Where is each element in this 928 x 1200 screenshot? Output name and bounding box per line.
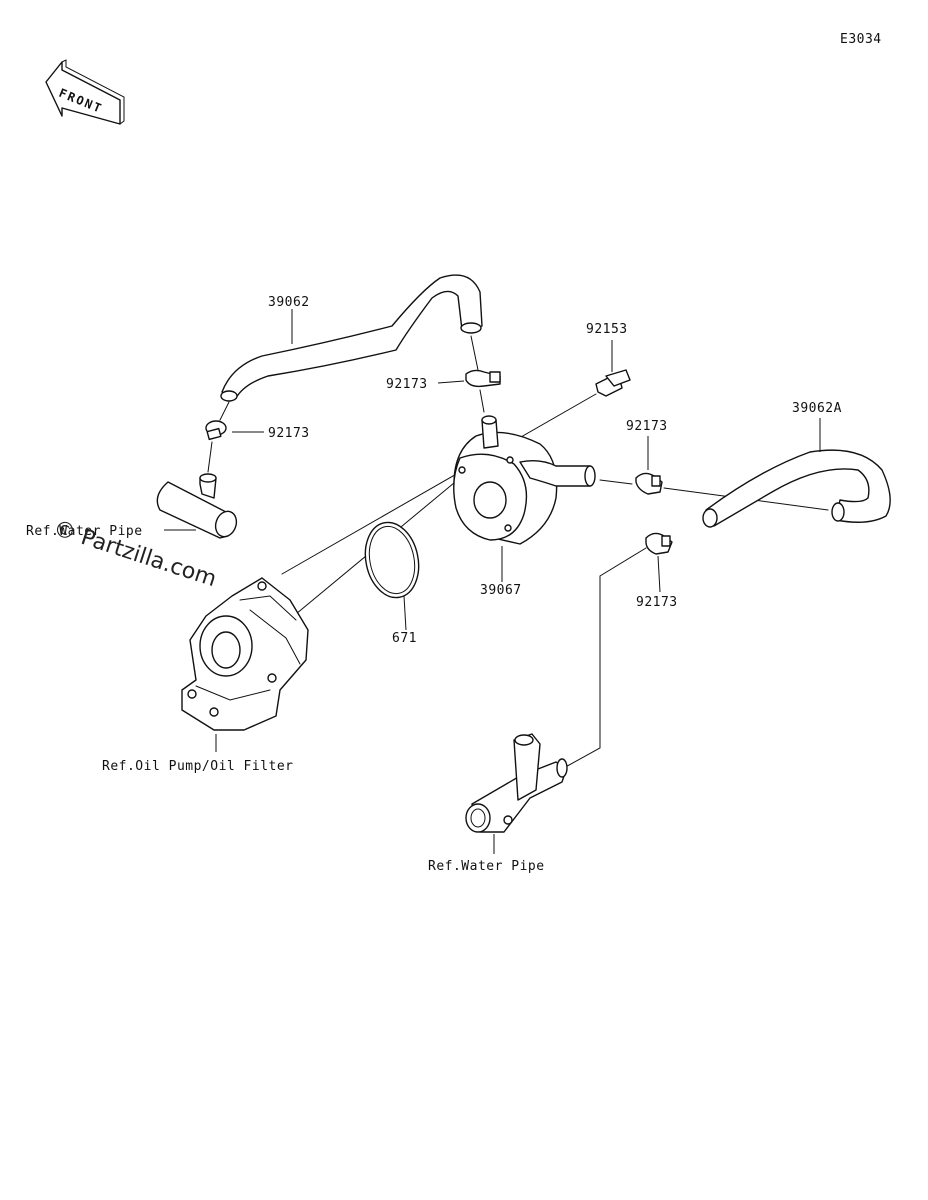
label-ref-water-pipe-left: Ref.Water Pipe <box>26 524 143 539</box>
front-arrow-icon: FRONT <box>45 59 125 125</box>
label-39062: 39062 <box>268 295 310 310</box>
o-ring-671[interactable] <box>359 517 426 602</box>
oil-cooler-39067[interactable] <box>453 415 596 545</box>
label-39062A: 39062A <box>792 401 842 416</box>
label-92153: 92153 <box>586 322 628 337</box>
water-pipe-fitting-bottom[interactable] <box>465 733 568 833</box>
clamp-92173-right[interactable] <box>635 472 663 495</box>
label-39067: 39067 <box>480 583 522 598</box>
bolt-92153[interactable] <box>595 369 631 397</box>
clamp-92173-lower-right[interactable] <box>645 532 673 555</box>
label-92173-upper-left: 92173 <box>268 426 310 441</box>
label-ref-water-pipe-bottom: Ref.Water Pipe <box>428 859 545 874</box>
label-671: 671 <box>392 631 417 646</box>
label-92173-upper-mid: 92173 <box>386 377 428 392</box>
label-92173-right: 92173 <box>626 419 668 434</box>
clamp-92173-upper-left[interactable] <box>205 420 227 441</box>
hose-39062[interactable] <box>220 274 483 402</box>
oil-pump-oil-filter-housing[interactable] <box>181 577 309 731</box>
hose-39062A[interactable] <box>702 449 891 528</box>
water-pipe-fitting-left[interactable] <box>156 473 240 540</box>
label-92173-lower-right: 92173 <box>636 595 678 610</box>
clamp-92173-upper-mid[interactable] <box>465 369 501 388</box>
label-ref-oil-pump-oil-filter: Ref.Oil Pump/Oil Filter <box>102 759 294 774</box>
diagram-code: E3034 <box>840 32 882 47</box>
